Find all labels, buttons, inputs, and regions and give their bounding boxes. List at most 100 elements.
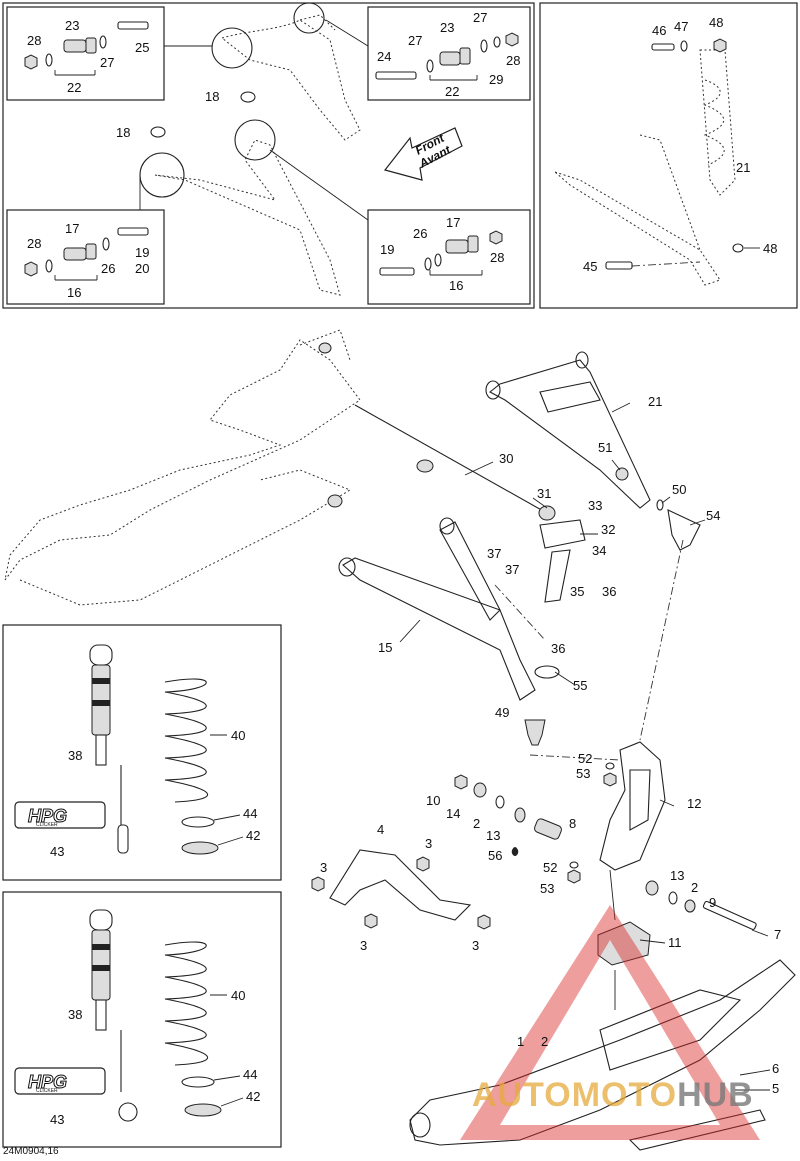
hpg-logo-lower: HPG CLICKER xyxy=(14,1067,106,1095)
callout: 19 xyxy=(135,245,149,260)
callout: 45 xyxy=(583,259,597,274)
washer-18-lower xyxy=(150,126,166,138)
callout: 52 xyxy=(543,860,557,875)
callout: 18 xyxy=(116,125,130,140)
ring-55 xyxy=(534,665,560,679)
callout: 40 xyxy=(231,988,245,1003)
callouts-shock-upper: 38 40 44 42 43 xyxy=(50,728,260,859)
upper-a-arm-dotted xyxy=(211,2,361,141)
watermark-part2: HUB xyxy=(677,1076,754,1114)
callout: 35 xyxy=(570,584,584,599)
screw-3-a xyxy=(311,876,325,892)
callout: 44 xyxy=(243,806,257,821)
callout: 50 xyxy=(672,482,686,497)
hardware-top-left-lower xyxy=(24,227,149,277)
frame-bushing-mid xyxy=(416,459,434,473)
callouts-top-center: 18 18 xyxy=(116,89,219,140)
spring-collar-42-upper xyxy=(181,841,219,855)
callout: 48 xyxy=(763,241,777,256)
group-brackets xyxy=(54,70,483,281)
spring-seat-44-lower xyxy=(181,1076,215,1088)
ball-joint-54 xyxy=(667,509,701,551)
leader-lines xyxy=(210,402,771,1107)
bolt-45 xyxy=(605,261,633,270)
hpg-logo-subtitle: CLICKER xyxy=(36,1088,58,1094)
washer-47 xyxy=(680,40,688,52)
screw-3-b xyxy=(416,856,430,872)
sub-box-top-left-lower xyxy=(6,209,165,305)
callout: 43 xyxy=(50,1112,64,1127)
callout: 22 xyxy=(445,84,459,99)
block-11 xyxy=(597,921,651,966)
callouts-shock-lower: 38 40 44 42 43 xyxy=(50,988,260,1127)
callout: 27 xyxy=(100,55,114,70)
callout: 38 xyxy=(68,1007,82,1022)
callout: 33 xyxy=(588,498,602,513)
callout: 52 xyxy=(578,751,592,766)
tie-rod-30 xyxy=(354,404,546,513)
chassis-dotted xyxy=(4,329,361,606)
callout: 40 xyxy=(231,728,245,743)
callout: 23 xyxy=(440,20,454,35)
upper-a-arm-21 xyxy=(485,351,651,509)
frame-bushing-low xyxy=(327,494,343,508)
callout: 27 xyxy=(473,10,487,25)
callout: 51 xyxy=(598,440,612,455)
callout: 44 xyxy=(243,1067,257,1082)
callout: 10 xyxy=(426,793,440,808)
washer-50 xyxy=(656,499,664,511)
bushing-51 xyxy=(615,467,629,481)
bracket-32 xyxy=(539,519,586,549)
callout: 3 xyxy=(360,938,367,953)
callout: 56 xyxy=(488,848,502,863)
sub-box-top-mid-upper xyxy=(367,6,531,101)
callout: 24 xyxy=(377,49,391,64)
callout: 21 xyxy=(648,394,662,409)
callout: 4 xyxy=(377,822,384,837)
callout: 2 xyxy=(473,816,480,831)
shock-absorber-upper xyxy=(89,644,129,854)
callout: 37 xyxy=(487,546,501,561)
callout: 22 xyxy=(67,80,81,95)
callout: 28 xyxy=(27,236,41,251)
top-right-panel xyxy=(539,2,798,309)
screw-3-d xyxy=(477,914,491,930)
callout: 9 xyxy=(709,895,716,910)
bracket-4 xyxy=(329,849,472,921)
callout: 17 xyxy=(446,215,460,230)
callout: 5 xyxy=(772,1081,779,1096)
washer-52-upper xyxy=(605,762,615,770)
callout: 2 xyxy=(541,1034,548,1049)
lower-a-arm-dotted xyxy=(139,119,341,296)
callout: 37 xyxy=(505,562,519,577)
callout: 48 xyxy=(709,15,723,30)
callout: 47 xyxy=(674,19,688,34)
ski-1 xyxy=(409,959,796,1151)
callouts-top-right: 46 47 48 21 45 48 xyxy=(583,15,777,274)
spring-seat-44-upper xyxy=(181,816,215,828)
callouts-top-left-lower: 28 17 19 20 26 16 xyxy=(27,221,149,300)
sub-box-top-left-upper xyxy=(6,6,165,101)
shock-absorber-lower xyxy=(89,909,138,1122)
nut-53-lower xyxy=(567,869,581,884)
nut-53-upper xyxy=(603,772,617,787)
watermark: AUTOMOTOHUB xyxy=(472,1076,754,1115)
callout: 3 xyxy=(425,836,432,851)
callouts-top-mid-upper: 23 27 24 27 28 29 22 xyxy=(377,10,520,99)
callouts-main: 21 51 30 31 33 50 54 32 37 34 37 35 36 1… xyxy=(320,394,781,1096)
shock-dotted xyxy=(699,49,736,196)
callout: 49 xyxy=(495,705,509,720)
callout: 27 xyxy=(408,33,422,48)
callouts-top-mid-lower: 17 19 26 28 16 xyxy=(380,215,504,293)
callout: 28 xyxy=(490,250,504,265)
callout: 16 xyxy=(67,285,81,300)
callout: 55 xyxy=(573,678,587,693)
hpg-logo-upper: HPG CLICKER xyxy=(14,801,106,829)
callout: 26 xyxy=(413,226,427,241)
link-35 xyxy=(544,549,571,603)
sub-box-top-mid-lower xyxy=(367,209,531,305)
hardware-top-mid-lower xyxy=(379,230,503,276)
hardware-top-left-upper xyxy=(24,21,149,70)
spring-40-upper xyxy=(164,678,209,803)
hpg-logo-text: HPG xyxy=(28,1072,67,1092)
